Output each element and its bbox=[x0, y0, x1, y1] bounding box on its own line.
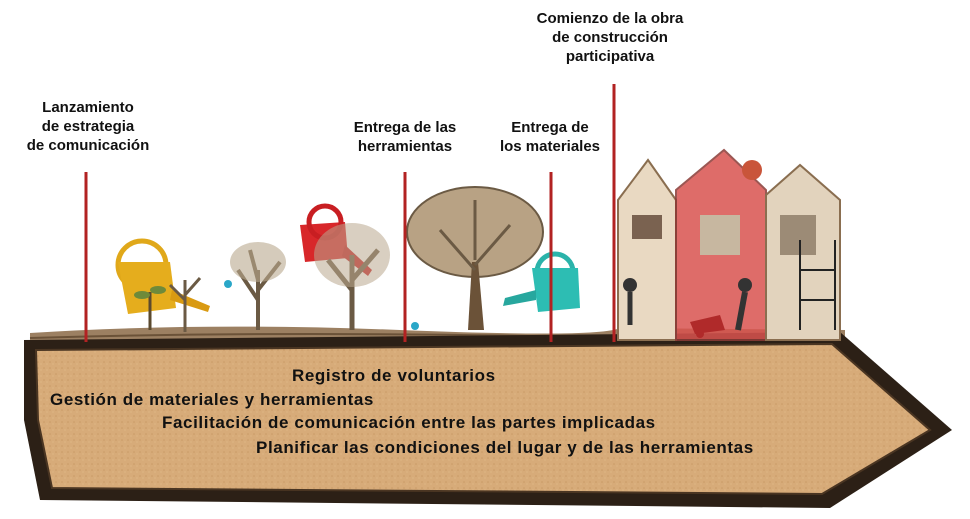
teal-watering-can-icon bbox=[224, 251, 580, 330]
large-tree-icon bbox=[406, 186, 544, 330]
milestone-label-4: Comienzo de la obra de construcción part… bbox=[536, 10, 684, 65]
task-gestion: Gestión de materiales y herramientas bbox=[50, 390, 374, 409]
milestone-label-3: Entrega de los materiales bbox=[499, 119, 601, 155]
timeline-arrow bbox=[24, 332, 952, 508]
task-registro: Registro de voluntarios bbox=[292, 366, 496, 385]
milestone-label-1: Lanzamiento de estrategia de comunicació… bbox=[26, 99, 150, 154]
milestone-label-2: Entrega de las herramientas bbox=[353, 119, 457, 155]
task-facilitacion: Facilitación de comunicación entre las p… bbox=[162, 413, 656, 432]
yellow-watering-can-icon bbox=[115, 238, 210, 314]
medium-tree-icon bbox=[314, 223, 390, 330]
construction-scene-icon bbox=[617, 148, 841, 341]
seedling-icon bbox=[134, 277, 202, 332]
small-tree-icon bbox=[230, 242, 286, 330]
task-planificar: Planificar las condiciones del lugar y d… bbox=[256, 438, 754, 457]
